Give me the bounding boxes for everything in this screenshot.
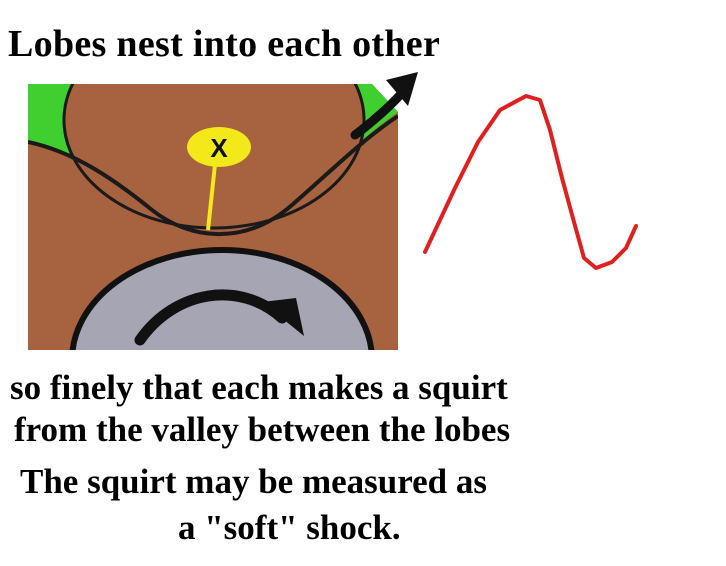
lower-lobe-edge <box>28 114 398 236</box>
caption-line-2: from the valley between the lobes <box>14 410 511 449</box>
caption-line-4: a "soft" shock. <box>178 508 401 547</box>
rotation-arrow-curve <box>134 289 288 346</box>
marker-oval <box>187 127 251 167</box>
diagram-title: Lobes nest into each other <box>8 23 441 65</box>
caption-line-1: so finely that each makes a squirt <box>10 368 508 407</box>
shock-waveform <box>423 94 638 270</box>
upper-lobe <box>62 84 366 230</box>
marker-stem <box>206 154 218 231</box>
marker-label: X <box>210 133 228 163</box>
squirt-arrow-shaft <box>350 90 405 140</box>
caption-line-3: The squirt may be measured as <box>20 462 488 501</box>
squirt-arrow-head <box>386 72 418 106</box>
rotation-arrow-head <box>262 298 304 336</box>
